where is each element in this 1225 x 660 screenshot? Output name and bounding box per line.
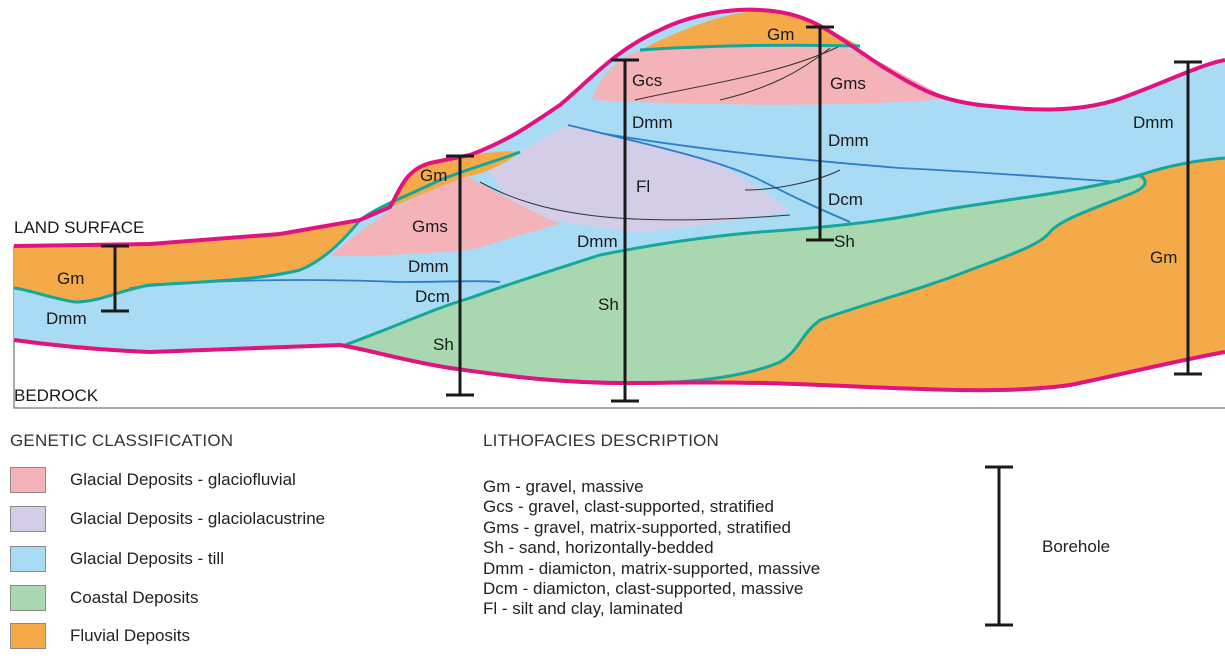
unit-label: Sh (598, 295, 619, 314)
lithofacies-item: Gms - gravel, matrix-supported, stratifi… (483, 517, 791, 537)
unit-label: Dmm (577, 232, 618, 251)
borehole-3 (611, 58, 639, 403)
legend-label: Glacial Deposits - till (70, 549, 224, 568)
unit-label: Dmm (1133, 113, 1174, 132)
unit-label: Gms (412, 217, 448, 236)
unit-label: Gcs (632, 71, 662, 90)
borehole-1 (101, 244, 129, 313)
land-surface-line (13, 7, 1225, 248)
unit-label: Dmm (632, 113, 673, 132)
unit-label: Dcm (415, 287, 450, 306)
glaciolacustrine-swatch (10, 506, 46, 532)
till-swatch (10, 546, 46, 572)
legend-item-glaciolacustrine: Glacial Deposits - glaciolacustrine (10, 505, 325, 533)
unit-label: Dmm (408, 257, 449, 276)
cross-section-diagram: LAND SURFACE BEDROCK Gm Dmm Gm Gms Dmm D… (13, 7, 1225, 409)
unit-contacts (13, 43, 1225, 385)
lithofacies-item: Dcm - diamicton, clast-supported, massiv… (483, 579, 804, 599)
glaciolacustrine-fl-area (480, 125, 790, 232)
legend-label: Glacial Deposits - glaciofluvial (70, 470, 296, 489)
fluvial-gm-area-left (14, 220, 360, 302)
bedrock-surface-line (13, 338, 1225, 393)
bedrock-label: BEDROCK (14, 386, 99, 405)
unit-label: Dmm (46, 309, 87, 328)
coastal-swatch (10, 585, 46, 611)
lithofacies-item: Sh - sand, horizontally-bedded (483, 538, 714, 558)
lithofacies-description-title: LITHOFACIES DESCRIPTION (483, 431, 720, 450)
lithofacies-list: Gm - gravel, massive Gcs - gravel, clast… (483, 477, 820, 620)
lithofacies-item: Gm - gravel, massive (483, 477, 644, 496)
unit-label: Gm (57, 269, 84, 288)
unit-label: Gms (830, 74, 866, 93)
glaciofluvial-swatch (10, 467, 46, 493)
unit-label: Gm (420, 166, 447, 185)
borehole-4 (806, 25, 834, 242)
legend-item-glaciofluvial: Glacial Deposits - glaciofluvial (10, 466, 296, 494)
unit-label: Gm (767, 25, 794, 44)
unit-label: Dmm (828, 131, 869, 150)
unit-label: Gm (1150, 248, 1177, 267)
legend-label: Coastal Deposits (70, 588, 199, 607)
legend-item-till: Glacial Deposits - till (10, 545, 224, 573)
lithofacies-item: Gcs - gravel, clast-supported, stratifie… (483, 497, 775, 517)
land-surface-label: LAND SURFACE (14, 218, 144, 237)
unit-label: Sh (834, 232, 855, 251)
unit-labels: Gm Dmm Gm Gms Dmm Dcm Sh Gcs Dmm Fl Dmm … (46, 25, 1177, 354)
lithofacies-item: Dmm - diamicton, matrix-supported, massi… (483, 558, 821, 578)
legend-item-coastal: Coastal Deposits (10, 584, 199, 612)
borehole-2 (446, 154, 474, 397)
borehole-5 (1174, 60, 1202, 376)
fluvial-swatch (10, 623, 46, 649)
unit-label: Fl (636, 177, 650, 196)
legend-label: Fluvial Deposits (70, 626, 190, 645)
glaciofluvial-gms-area (330, 175, 560, 256)
coastal-sh-area (345, 175, 1146, 384)
legend-item-fluvial: Fluvial Deposits (10, 622, 190, 650)
fluvial-gm-area-hill (392, 151, 520, 207)
unit-label: Sh (433, 335, 454, 354)
genetic-classification-title: GENETIC CLASSIFICATION (10, 431, 234, 450)
legend-label: Glacial Deposits - glaciolacustrine (70, 509, 326, 528)
borehole-legend-label: Borehole (1042, 537, 1111, 556)
unit-label: Dcm (828, 190, 863, 209)
borehole-legend-icon (985, 465, 1013, 627)
lithofacies-item: Fl - silt and clay, laminated (483, 599, 683, 619)
